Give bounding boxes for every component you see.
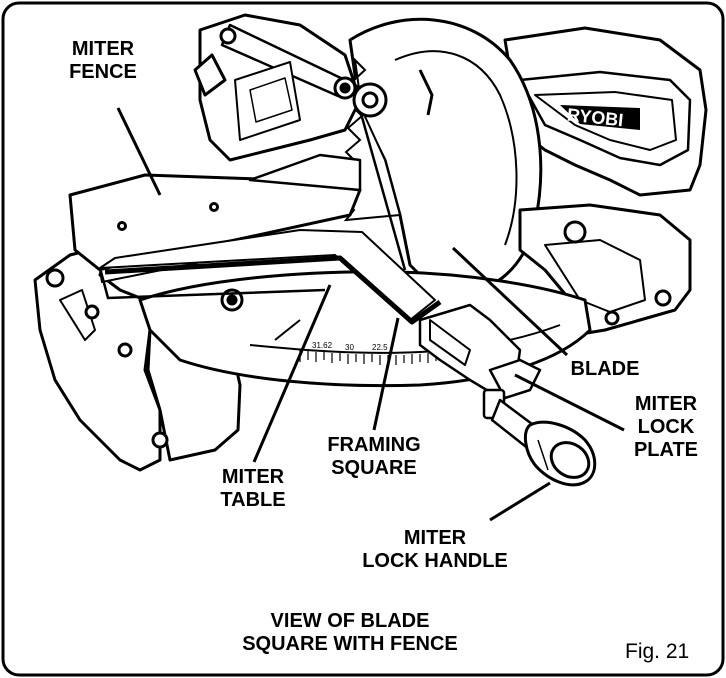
leader-framing-square xyxy=(372,317,400,431)
scale-tick-label: 30 xyxy=(345,343,354,352)
figure-number: Fig. 21 xyxy=(625,640,690,663)
leader-miter-fence xyxy=(116,107,162,196)
saw-arm xyxy=(193,13,388,162)
leader-lines xyxy=(116,107,625,522)
leader-miter-lock-handle xyxy=(489,481,551,522)
framing-square xyxy=(98,229,442,325)
scale-tick-label: 22.5 xyxy=(372,343,388,352)
saw-handle-assembly xyxy=(503,26,708,197)
label-framing-square: FRAMING SQUARE xyxy=(327,434,421,479)
leader-miter-table xyxy=(252,284,332,463)
label-blade: BLADE xyxy=(570,358,640,380)
label-miter-lock-plate: MITER LOCK PLATE xyxy=(633,393,699,461)
label-miter-fence: MITER FENCE xyxy=(69,38,137,83)
saw-base-right xyxy=(518,203,692,337)
figure-caption: VIEW OF BLADE SQUARE WITH FENCE xyxy=(242,610,458,655)
label-miter-lock-handle: MITER LOCK HANDLE xyxy=(362,527,508,572)
miter-lock-handle xyxy=(490,398,597,487)
leader-blade xyxy=(451,246,569,357)
label-miter-table: MITER TABLE xyxy=(220,466,286,511)
scale-tick-label: 31.62 xyxy=(312,341,333,350)
leader-miter-lock-plate xyxy=(514,373,625,432)
